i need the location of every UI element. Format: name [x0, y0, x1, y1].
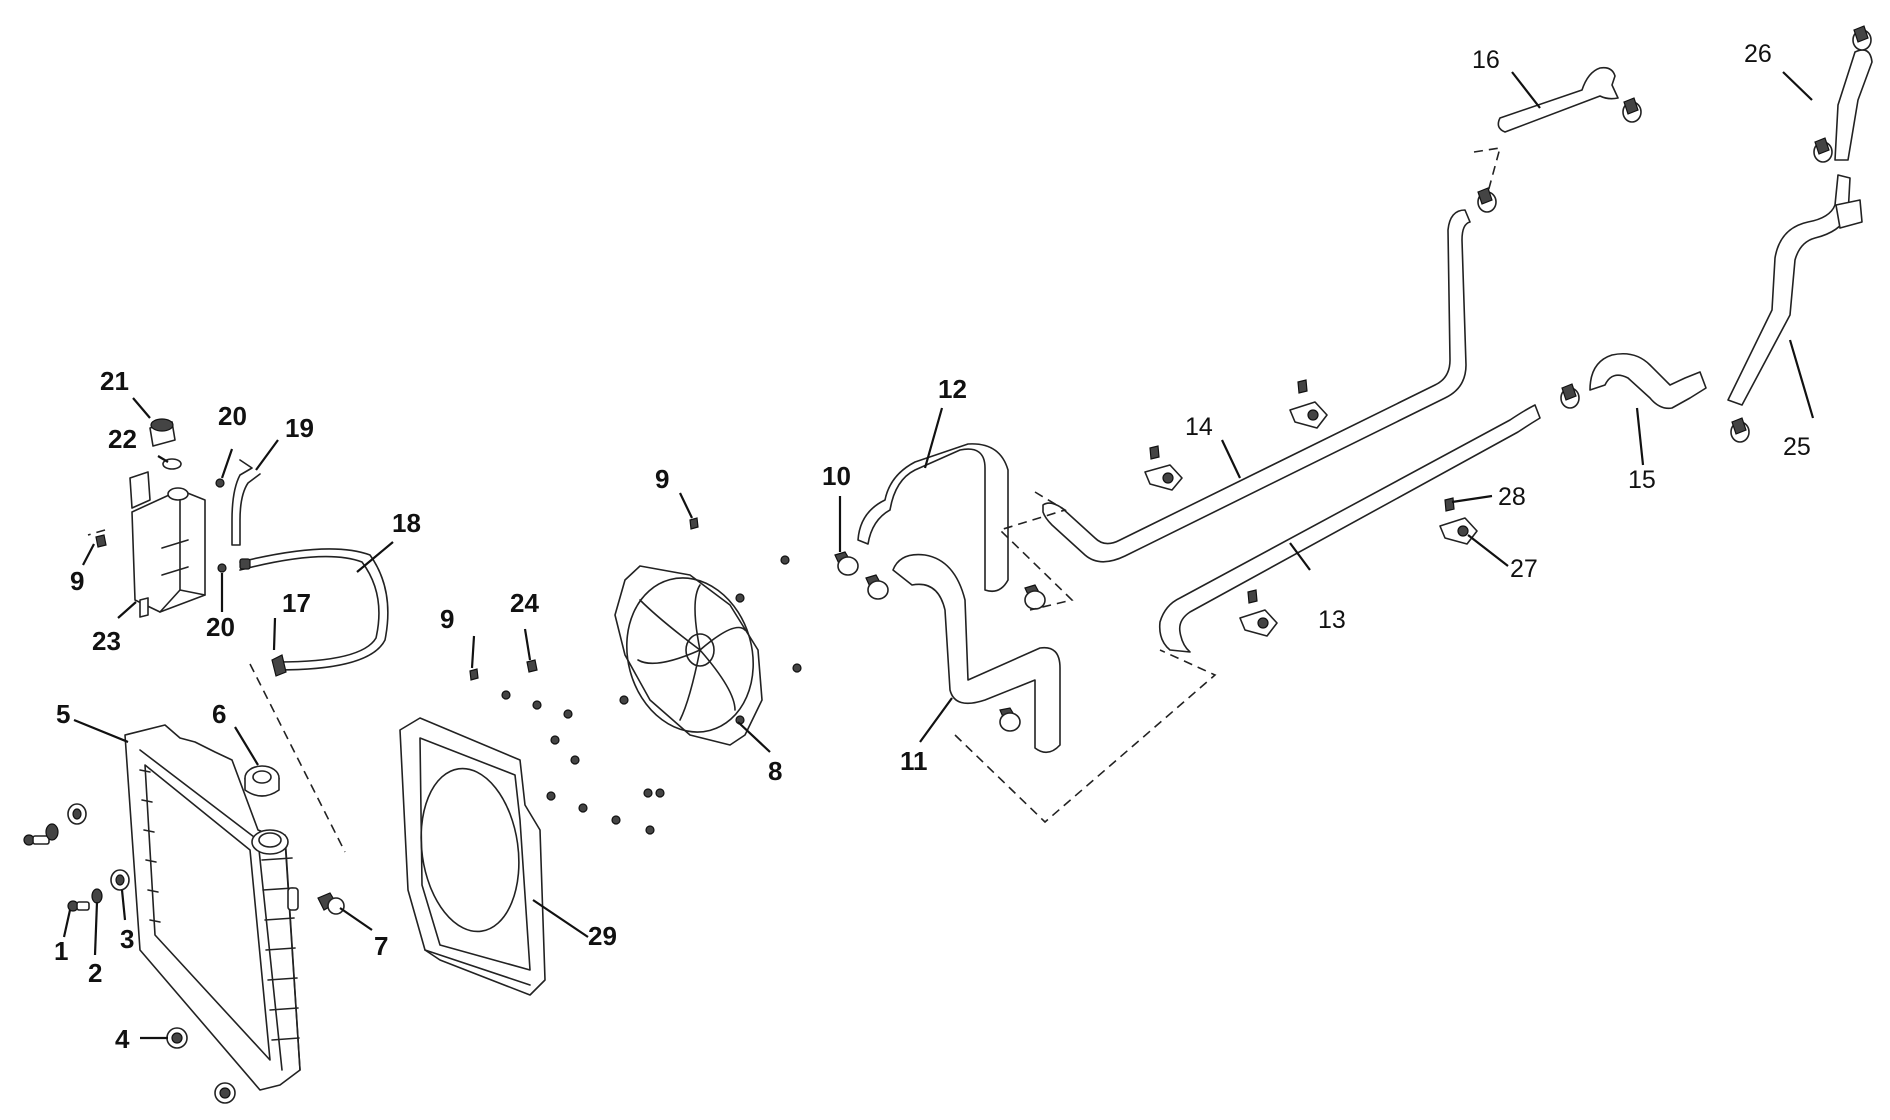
- hose-clamps: [1477, 25, 1872, 443]
- callout-23: 23: [92, 626, 121, 656]
- callout-4: 4: [115, 1024, 130, 1054]
- pipe-14: [1042, 209, 1471, 563]
- callout-20-upper: 20: [218, 401, 247, 431]
- fan-assembly: [614, 565, 763, 746]
- grommet-4: [166, 1027, 236, 1104]
- clip-lower: [217, 563, 227, 573]
- leader-lines: [62, 71, 1815, 1040]
- clip-17: [271, 654, 287, 677]
- tank-cap: [149, 418, 176, 447]
- callout-6: 6: [212, 699, 226, 729]
- callout-18: 18: [392, 508, 421, 538]
- hose-26: [1834, 49, 1873, 161]
- bolt-1: [23, 834, 90, 912]
- hose-25: [1727, 174, 1851, 406]
- callout-27: 27: [1510, 555, 1538, 583]
- callout-9-fan: 9: [655, 464, 669, 494]
- drain-plug: [317, 892, 345, 915]
- callout-24: 24: [510, 588, 539, 618]
- callout-22: 22: [108, 424, 137, 454]
- callout-17: 17: [282, 588, 311, 618]
- clamp-10: [834, 551, 1046, 732]
- callout-26: 26: [1744, 40, 1772, 68]
- callout-29: 29: [588, 921, 617, 951]
- hose-25-fitting: [1835, 199, 1863, 229]
- radiator: [124, 724, 301, 1091]
- pipe-13: [1158, 404, 1541, 653]
- callout-10: 10: [822, 461, 851, 491]
- hose-19: [231, 459, 261, 546]
- hose-12: [857, 443, 1009, 593]
- callout-2: 2: [88, 958, 102, 988]
- fan-shroud: [399, 717, 546, 996]
- callout-19: 19: [285, 413, 314, 443]
- hose-15: [1589, 352, 1707, 410]
- callout-7: 7: [374, 931, 388, 961]
- callout-15: 15: [1628, 466, 1656, 494]
- callout-1: 1: [54, 936, 68, 966]
- grommet-3: [67, 803, 130, 891]
- callout-25: 25: [1783, 433, 1811, 461]
- dash-hose12-pipe14: [998, 491, 1074, 611]
- callout-21: 21: [100, 366, 129, 396]
- hose-16: [1497, 66, 1619, 133]
- dash-radiator-clip: [249, 663, 346, 853]
- callout-13: 13: [1318, 606, 1346, 634]
- hose-11: [892, 553, 1061, 754]
- radiator-cap: [244, 765, 280, 797]
- p-clips: [1144, 379, 1478, 637]
- callout-16: 16: [1472, 46, 1500, 74]
- dash-tank-bolt: [87, 529, 106, 536]
- callout-9-tank: 9: [70, 566, 84, 596]
- callout-numbers: 1 2 3 4 5 6 7 8 9 9 9 10 11 12 13 14 15 …: [54, 40, 1811, 1054]
- callout-5: 5: [56, 699, 70, 729]
- overflow-hose: [239, 548, 389, 671]
- callout-20-lower: 20: [206, 612, 235, 642]
- callout-8: 8: [768, 756, 782, 786]
- expansion-tank: [129, 471, 206, 618]
- dash-pipe14-hose16: [1473, 147, 1502, 193]
- washer-2: [45, 823, 103, 904]
- clip-upper: [215, 478, 225, 488]
- dash-hose11-pipe13: [954, 649, 1217, 824]
- callout-12: 12: [938, 374, 967, 404]
- o-ring: [162, 458, 182, 470]
- callout-11: 11: [900, 746, 928, 776]
- shroud-bolts: [469, 517, 802, 835]
- callout-14: 14: [1185, 413, 1213, 441]
- callout-28: 28: [1498, 483, 1526, 511]
- callout-3: 3: [120, 924, 134, 954]
- bolt-9-tank: [95, 534, 107, 548]
- callout-9-shroud: 9: [440, 604, 454, 634]
